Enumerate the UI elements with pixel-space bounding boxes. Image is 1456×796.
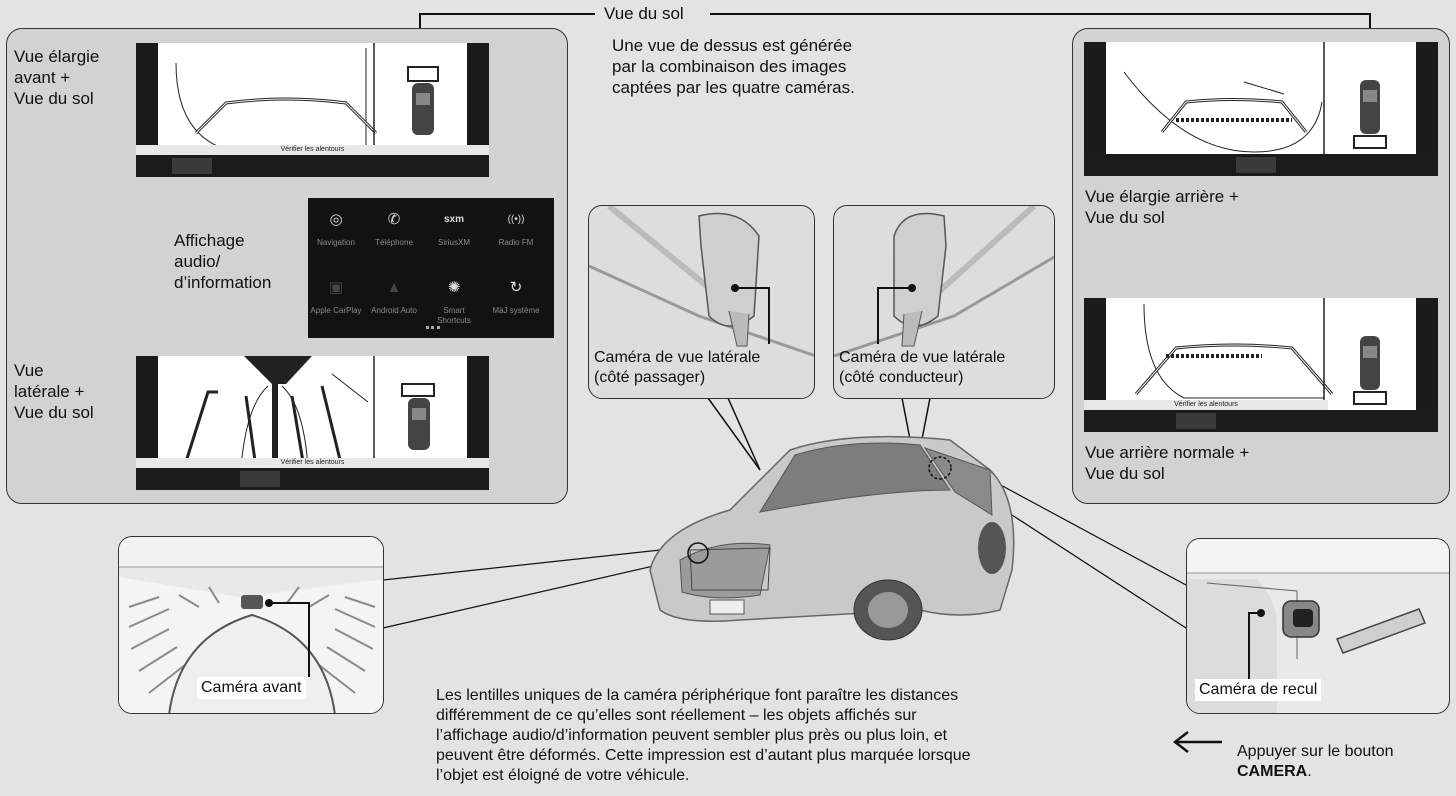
front-side-mode-button[interactable] <box>316 158 356 174</box>
smart-shortcuts-icon: ✺ <box>447 279 461 296</box>
rear-top-mode-button[interactable] <box>1112 413 1152 429</box>
menu-item-phone[interactable]: ✆Téléphone <box>375 211 413 247</box>
screen-bezel-left <box>1084 298 1106 432</box>
camera-mode-bar: Vérifier les alentours <box>136 458 489 490</box>
check-surroundings-text: Vérifier les alentours <box>136 458 489 468</box>
distortion-note: Les lentilles uniques de la caméra périp… <box>436 687 971 784</box>
android-auto-icon: ▲ <box>386 279 402 296</box>
check-surroundings-text: Vérifier les alentours <box>136 145 489 155</box>
front-wide-mode-button[interactable] <box>172 158 212 174</box>
menu-item-navigation[interactable]: ◎Navigation <box>317 211 355 247</box>
rear-wide-view-label: Vue élargie arrière + Vue du sol <box>1085 187 1239 227</box>
radio-icon: ((•)) <box>507 214 525 225</box>
front-side-mode-button[interactable] <box>316 471 356 487</box>
rear-normal-view-screen: Vérifier les alentours <box>1084 298 1438 432</box>
rear-wide-mode-button[interactable] <box>1236 157 1276 173</box>
screen-bezel-right <box>467 356 489 490</box>
front-wide-camera-image <box>175 43 439 155</box>
menu-item-smart-shortcuts[interactable]: ✺Smart Shortcuts <box>437 279 471 325</box>
front-camera-label: Caméra avant <box>197 677 306 699</box>
apple-carplay-icon: ▣ <box>328 279 344 296</box>
front-normal-mode-button[interactable] <box>240 471 280 487</box>
front-wide-view-label: Vue élargie avant + Vue du sol <box>14 47 100 108</box>
ground-view-title: Vue du sol <box>600 3 688 24</box>
screen-bezel-left <box>1084 42 1106 176</box>
rear-camera-inset: Caméra de recul <box>1186 538 1450 714</box>
side-view-label: Vue latérale + Vue du sol <box>14 361 94 422</box>
rear-switch-mode-button[interactable] <box>1300 413 1340 429</box>
rear-normal-camera-image <box>1134 298 1387 410</box>
camera-mode-bar: Vérifier les alentours <box>1084 154 1438 176</box>
navigation-icon: ◎ <box>329 211 343 228</box>
system-update-icon: ↻ <box>509 279 523 296</box>
rear-wide-camera-image <box>1123 42 1387 154</box>
screen-bezel-right <box>467 43 489 177</box>
screen-bezel-left <box>136 356 158 490</box>
page-indicator <box>426 326 440 332</box>
camera-button-suffix: . <box>1307 763 1312 780</box>
rear-camera-label: Caméra de recul <box>1195 679 1322 701</box>
passenger-side-camera-inset <box>588 205 815 399</box>
front-normal-mode-button[interactable] <box>240 158 280 174</box>
screen-bezel-right <box>1416 42 1438 176</box>
camera-button-name: CAMERA <box>1237 763 1308 780</box>
rear-wide-view-screen: Vérifier les alentours <box>1084 42 1438 176</box>
camera-button-instruction: Appuyer sur le bouton CAMERA. <box>1237 742 1394 782</box>
check-surroundings-text: Vérifier les alentours <box>1084 400 1328 410</box>
rear-normal-view-label: Vue arrière normale + Vue du sol <box>1085 443 1250 483</box>
side-camera-image <box>182 356 435 469</box>
passenger-mirror-image <box>589 206 814 357</box>
camera-mode-bar: Vérifier les alentours <box>1084 400 1438 432</box>
driver-side-camera-inset <box>833 205 1055 399</box>
siriusxm-icon: sxm <box>444 214 465 225</box>
driver-side-camera-label: Caméra de vue latérale (côté conducteur) <box>839 349 1006 386</box>
audio-display-label: Affichage audio/ d’information <box>174 231 272 292</box>
front-wide-mode-button[interactable] <box>172 471 212 487</box>
rear-wide-mode-button[interactable] <box>1236 413 1276 429</box>
menu-item-android-auto[interactable]: ▲Android Auto <box>371 279 417 315</box>
driver-mirror-image <box>834 206 1054 358</box>
side-view-screen: Vérifier les alentours <box>136 356 489 490</box>
rear-top-mode-button[interactable] <box>1112 157 1152 173</box>
menu-item-radio[interactable]: ((•))Radio FM <box>480 210 552 248</box>
camera-mode-bar: Vérifier les alentours <box>136 145 489 177</box>
rear-normal-mode-button[interactable] <box>1176 157 1216 173</box>
camera-button-prefix: Appuyer sur le bouton <box>1237 743 1394 760</box>
screen-bezel-left <box>136 43 158 177</box>
vehicle-illustration <box>649 435 1015 641</box>
front-wide-view-screen: Vérifier les alentours <box>136 43 489 177</box>
ground-view-description: Une vue de dessus est générée par la com… <box>612 36 855 97</box>
front-grille-image <box>119 537 383 713</box>
passenger-side-camera-label: Caméra de vue latérale (côté passager) <box>594 349 761 386</box>
rear-normal-mode-button[interactable] <box>1176 413 1216 429</box>
screen-bezel-right <box>1416 298 1438 432</box>
phone-icon: ✆ <box>387 211 401 228</box>
rear-switch-mode-button[interactable] <box>1300 157 1340 173</box>
menu-item-system-update[interactable]: ↻MàJ système <box>492 279 540 315</box>
front-camera-inset: Caméra avant <box>118 536 384 714</box>
menu-item-apple-carplay[interactable]: ▣Apple CarPlay <box>310 279 362 315</box>
